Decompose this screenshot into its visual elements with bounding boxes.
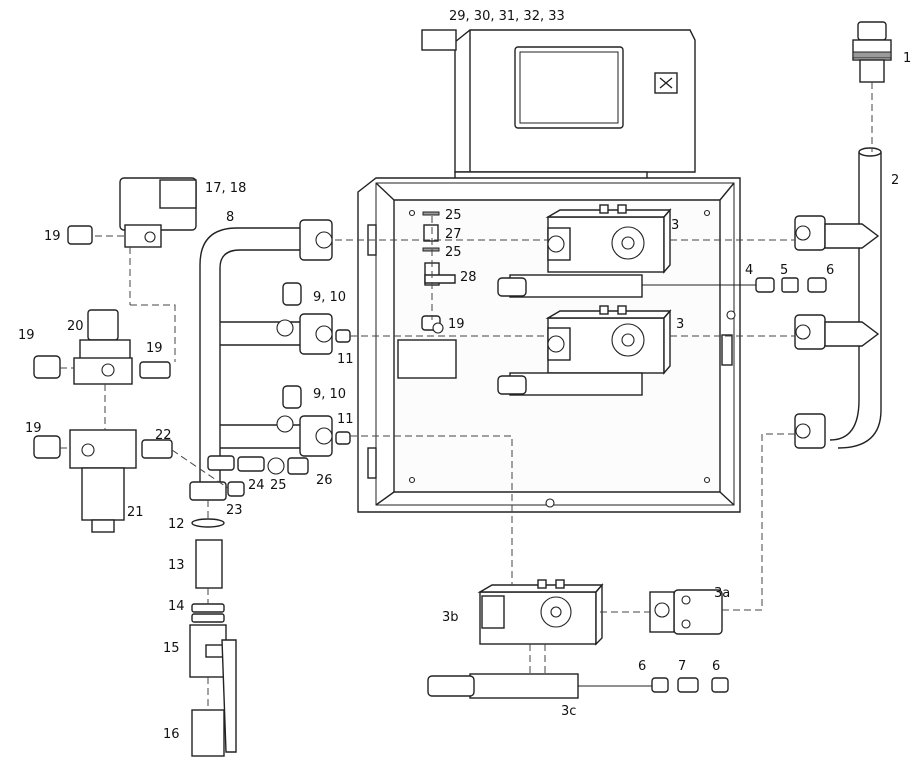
callout-3c: 3c bbox=[561, 704, 576, 719]
drain-assembly bbox=[189, 481, 237, 757]
callout-6-right: 6 bbox=[826, 263, 834, 278]
right-pipe bbox=[794, 147, 882, 449]
callout-28: 28 bbox=[460, 270, 477, 285]
right-fittings bbox=[642, 277, 827, 293]
filter-unit bbox=[33, 429, 173, 533]
callout-19-regulator-left: 19 bbox=[18, 328, 35, 343]
loose-fittings bbox=[207, 455, 309, 497]
panel-fittings bbox=[421, 211, 456, 334]
callout-20: 20 bbox=[67, 319, 84, 334]
callout-17-18: 17, 18 bbox=[205, 181, 246, 196]
callout-12: 12 bbox=[168, 517, 185, 532]
callout-26: 26 bbox=[316, 473, 333, 488]
callout-7: 7 bbox=[678, 659, 686, 674]
callout-6-left-bottom: 6 bbox=[638, 659, 646, 674]
valve-block-lower bbox=[497, 305, 672, 396]
callout-19-panel: 19 bbox=[448, 317, 465, 332]
callout-19-filter: 19 bbox=[25, 421, 42, 436]
valve-block-3c bbox=[427, 673, 729, 699]
callout-labels: 1 2 3 3 3a 3b 3c 4 5 6 6 6 7 8 9, 10 9, … bbox=[18, 9, 911, 742]
callout-11-upper: 11 bbox=[337, 352, 354, 367]
manifold-pipe bbox=[199, 219, 351, 485]
callout-9-10-upper: 9, 10 bbox=[313, 290, 346, 305]
callout-5: 5 bbox=[780, 263, 788, 278]
callout-25-top: 25 bbox=[445, 208, 462, 223]
callout-25-bottom: 25 bbox=[270, 478, 287, 493]
valve-block-3b bbox=[477, 579, 604, 646]
valve-block-upper bbox=[497, 204, 672, 298]
callout-3-lower: 3 bbox=[676, 317, 684, 332]
valve-block-3a bbox=[649, 589, 723, 635]
callout-27: 27 bbox=[445, 227, 462, 242]
callout-1: 1 bbox=[903, 51, 911, 66]
callout-16: 16 bbox=[163, 727, 180, 742]
callout-15: 15 bbox=[163, 641, 180, 656]
callout-29-33: 29, 30, 31, 32, 33 bbox=[449, 9, 565, 24]
callout-2: 2 bbox=[891, 173, 899, 188]
callout-19-regulator-right: 19 bbox=[146, 341, 163, 356]
callout-8: 8 bbox=[226, 210, 234, 225]
callout-11-lower: 11 bbox=[337, 412, 354, 427]
callout-22: 22 bbox=[155, 428, 172, 443]
callout-3a: 3a bbox=[714, 586, 730, 601]
callout-4: 4 bbox=[745, 263, 753, 278]
callout-21: 21 bbox=[127, 505, 144, 520]
callout-9-10-lower: 9, 10 bbox=[313, 387, 346, 402]
callout-3-upper: 3 bbox=[671, 218, 679, 233]
callout-23: 23 bbox=[226, 503, 243, 518]
callout-19-solenoid: 19 bbox=[44, 229, 61, 244]
callout-3b: 3b bbox=[442, 610, 459, 625]
solenoid-valve bbox=[67, 177, 197, 248]
assembly-lines bbox=[60, 82, 873, 710]
callout-13: 13 bbox=[168, 558, 185, 573]
top-fitting bbox=[852, 21, 892, 83]
control-unit-housing bbox=[421, 29, 696, 201]
callout-25-middle: 25 bbox=[445, 245, 462, 260]
callout-24: 24 bbox=[248, 478, 265, 493]
pressure-regulator bbox=[33, 309, 171, 385]
callout-14: 14 bbox=[168, 599, 185, 614]
callout-6-right-bottom: 6 bbox=[712, 659, 720, 674]
